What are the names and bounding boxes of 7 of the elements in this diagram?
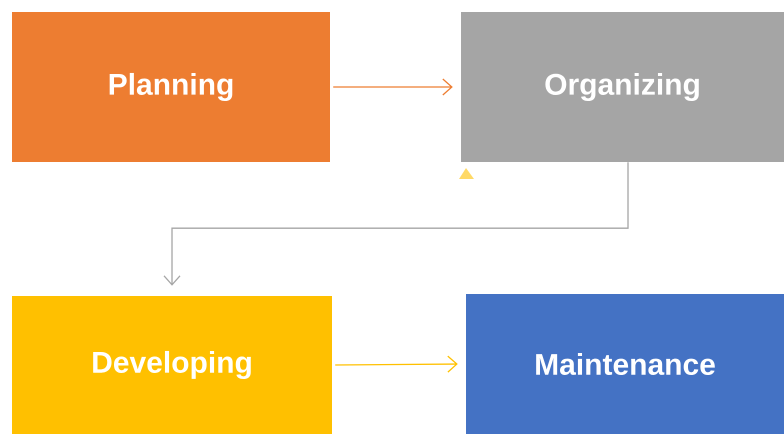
arrow: [333, 78, 453, 96]
process-box: Planning: [12, 12, 330, 162]
arrow: [164, 162, 629, 286]
process-box: Maintenance: [466, 294, 784, 434]
process-box: Developing: [12, 296, 332, 434]
arrow: [335, 356, 458, 373]
process-box: Organizing: [461, 12, 784, 162]
